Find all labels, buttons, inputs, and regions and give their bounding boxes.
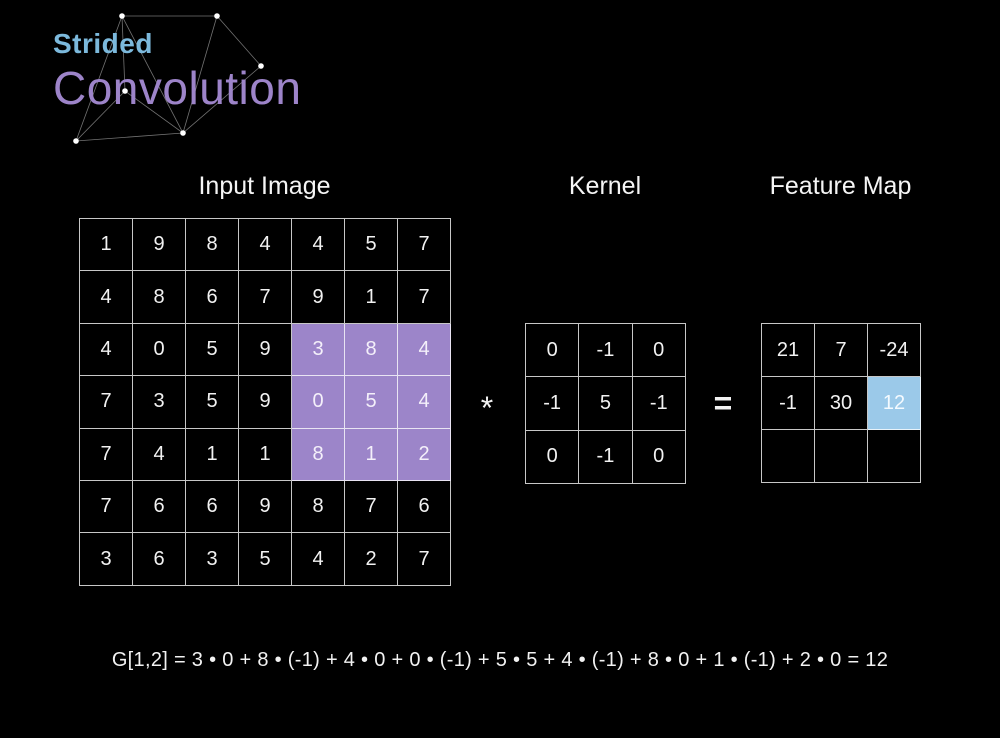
input-image-grid-cell: 1 — [345, 271, 398, 324]
input-image-grid-cell: 4 — [133, 428, 186, 481]
input-image-grid-cell: 9 — [133, 219, 186, 272]
input-image-grid-cell: 1 — [345, 428, 398, 481]
input-image-grid-cell: 4 — [398, 323, 451, 377]
input-image-grid-cell: 3 — [133, 376, 186, 429]
input-image-grid-cell: 5 — [186, 376, 239, 429]
feature-map-grid-cell: -1 — [762, 377, 815, 430]
input-image-grid-cell: 6 — [186, 480, 239, 534]
input-image-grid-cell: 7 — [80, 376, 133, 429]
input-image-grid-cell: 7 — [398, 219, 451, 272]
input-image-grid-cell: 9 — [239, 323, 292, 377]
kernel-grid-cell: 0 — [526, 324, 580, 378]
input-image-grid-cell: 3 — [186, 533, 239, 586]
input-image-grid-cell: 1 — [186, 428, 239, 481]
input-image-grid-cell: 4 — [239, 219, 292, 272]
input-image-grid-cell: 4 — [80, 271, 133, 324]
input-image-grid-cell: 1 — [239, 428, 292, 481]
input-image-grid-cell: 8 — [292, 428, 345, 481]
input-image-grid-cell: 3 — [80, 533, 133, 586]
feature-map-grid-cell: 7 — [815, 324, 868, 377]
input-image-grid-cell: 8 — [186, 219, 239, 272]
input-image-grid-cell: 2 — [398, 428, 451, 481]
kernel-label: Kernel — [568, 172, 642, 200]
input-image-grid-cell: 8 — [292, 480, 345, 534]
input-image-grid-cell: 5 — [186, 323, 239, 377]
input-image-grid-cell: 6 — [398, 480, 451, 534]
input-image-grid-cell: 7 — [80, 480, 133, 534]
input-image-grid-cell: 9 — [239, 376, 292, 429]
input-image-grid-cell: 6 — [186, 271, 239, 324]
input-image-grid-cell: 7 — [345, 480, 398, 534]
kernel-grid-cell: 5 — [579, 377, 633, 431]
input-image-grid-cell: 5 — [345, 376, 398, 429]
feature-map-label: Feature Map — [769, 172, 912, 200]
input-image-grid-cell: 6 — [133, 480, 186, 534]
feature-map-grid-cell — [762, 430, 815, 483]
input-image-grid-cell: 5 — [239, 533, 292, 586]
kernel-grid-cell: -1 — [632, 377, 686, 431]
input-image-grid-cell: 3 — [292, 323, 345, 377]
input-image-grid-cell: 4 — [292, 219, 345, 272]
input-image-grid-cell: 4 — [292, 533, 345, 586]
input-image-grid-cell: 7 — [80, 428, 133, 481]
feature-map-grid-cell: -24 — [868, 324, 921, 377]
input-image-grid-cell: 7 — [398, 271, 451, 324]
feature-map-grid-cell: 12 — [868, 377, 921, 430]
input-image-grid-cell: 4 — [80, 323, 133, 377]
kernel-grid-cell: 0 — [632, 324, 686, 378]
input-image-grid-cell: 7 — [239, 271, 292, 324]
input-image-grid-cell: 4 — [398, 376, 451, 429]
equals-operator: = — [713, 385, 733, 421]
input-image-grid-cell: 7 — [398, 533, 451, 586]
input-image-grid-cell: 0 — [133, 323, 186, 377]
input-image-grid-cell: 8 — [133, 271, 186, 324]
input-image-grid-cell: 1 — [80, 219, 133, 272]
formula-text: G[1,2] = 3 • 0 + 8 • (-1) + 4 • 0 + 0 • … — [111, 649, 889, 671]
input-image-grid-cell: 0 — [292, 376, 345, 429]
input-image-label: Input Image — [198, 172, 331, 200]
title-block: Strided Convolution — [53, 28, 301, 115]
convolution-operator: * — [480, 390, 494, 426]
input-image-grid-cell: 9 — [239, 480, 292, 534]
input-image-grid-cell: 2 — [345, 533, 398, 586]
feature-map-grid-cell — [815, 430, 868, 483]
input-image-grid-cell: 5 — [345, 219, 398, 272]
feature-map-grid-cell: 30 — [815, 377, 868, 430]
kernel-grid-cell: -1 — [579, 430, 633, 484]
feature-map-grid-cell — [868, 430, 921, 483]
network-graph-decoration — [73, 13, 264, 144]
kernel-grid-cell: -1 — [526, 377, 580, 431]
title-kicker: Strided — [53, 28, 153, 59]
kernel-grid-cell: -1 — [579, 324, 633, 378]
input-image-grid-cell: 9 — [292, 271, 345, 324]
feature-map-grid-cell: 21 — [762, 324, 815, 377]
kernel-grid-cell: 0 — [526, 430, 580, 484]
input-image-grid-cell: 6 — [133, 533, 186, 586]
kernel-grid-cell: 0 — [632, 430, 686, 484]
page-title: Convolution — [53, 62, 302, 114]
input-image-grid-cell: 8 — [345, 323, 398, 377]
